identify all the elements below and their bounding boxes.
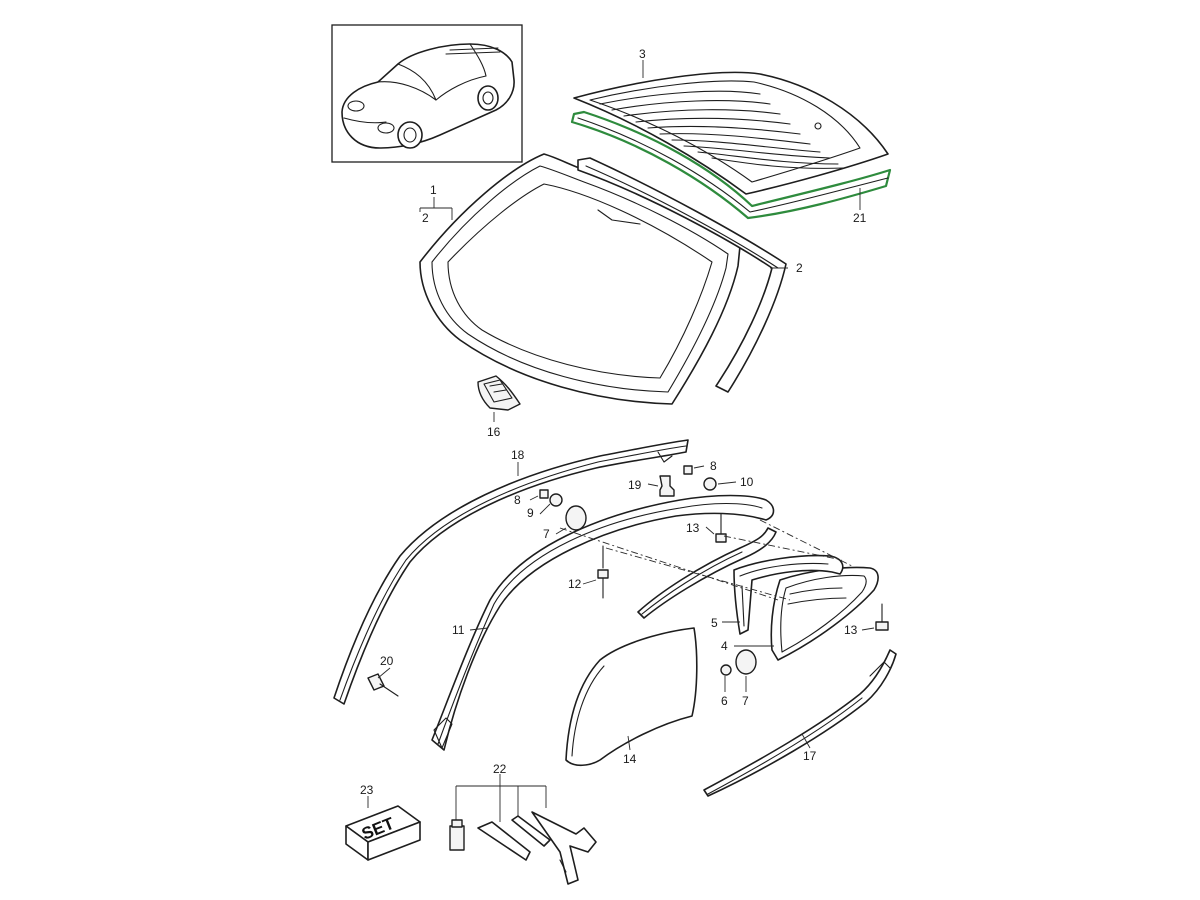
callout-8: 8 xyxy=(514,493,521,507)
callout-2: 2 xyxy=(422,211,429,225)
grommet-part xyxy=(565,505,587,531)
clip-part xyxy=(715,513,727,543)
callout-17: 17 xyxy=(803,749,817,763)
callout-8: 8 xyxy=(710,459,717,473)
callout-21: 21 xyxy=(853,211,867,225)
callout-4: 4 xyxy=(721,639,728,653)
kit-box-icon: SET xyxy=(345,805,421,861)
callout-10: 10 xyxy=(740,475,754,489)
callout-5: 5 xyxy=(711,616,718,630)
callout-1: 1 xyxy=(430,183,437,197)
callout-12: 12 xyxy=(568,577,582,591)
callout-19: 19 xyxy=(628,478,642,492)
door-glass-part xyxy=(565,627,698,767)
callout-11: 11 xyxy=(452,623,465,637)
washer-part xyxy=(720,664,732,676)
car-thumbnail-icon xyxy=(331,24,523,163)
windshield-part xyxy=(419,153,741,405)
rear-window-part xyxy=(573,71,889,195)
callout-3: 3 xyxy=(639,47,646,61)
quarter-window-part xyxy=(770,566,879,661)
roof-trim-strip-part xyxy=(333,439,689,705)
rivet-part xyxy=(367,673,399,697)
defroster-lines xyxy=(599,90,845,169)
windshield-seal-part xyxy=(577,157,787,393)
clip-part xyxy=(597,545,609,599)
washer-part xyxy=(703,477,717,491)
callout-18: 18 xyxy=(511,448,525,462)
adhesive-tool-set-icon xyxy=(449,785,597,885)
side-window-trim-part xyxy=(431,494,775,751)
grommet-part xyxy=(735,649,757,675)
callout-14: 14 xyxy=(623,752,637,766)
clip-part xyxy=(875,603,889,631)
screw-part xyxy=(683,465,693,475)
side-trim-strip-part xyxy=(703,649,897,797)
quarter-window-seal-part xyxy=(733,554,844,635)
washer-part xyxy=(549,493,563,507)
callout-22: 22 xyxy=(493,762,507,776)
callout-7: 7 xyxy=(543,527,550,541)
callout-9: 9 xyxy=(527,506,534,520)
callout-16: 16 xyxy=(487,425,501,439)
callout-23: 23 xyxy=(360,783,374,797)
callout-20: 20 xyxy=(380,654,394,668)
callout-6: 6 xyxy=(721,694,728,708)
stud-part xyxy=(659,475,675,497)
callout-7: 7 xyxy=(742,694,749,708)
mirror-base-part xyxy=(477,375,521,411)
callout-13: 13 xyxy=(844,623,858,637)
callout-2: 2 xyxy=(796,261,803,275)
rear-window-seal-part xyxy=(570,110,892,220)
callout-13: 13 xyxy=(686,521,700,535)
screw-part xyxy=(539,489,549,499)
